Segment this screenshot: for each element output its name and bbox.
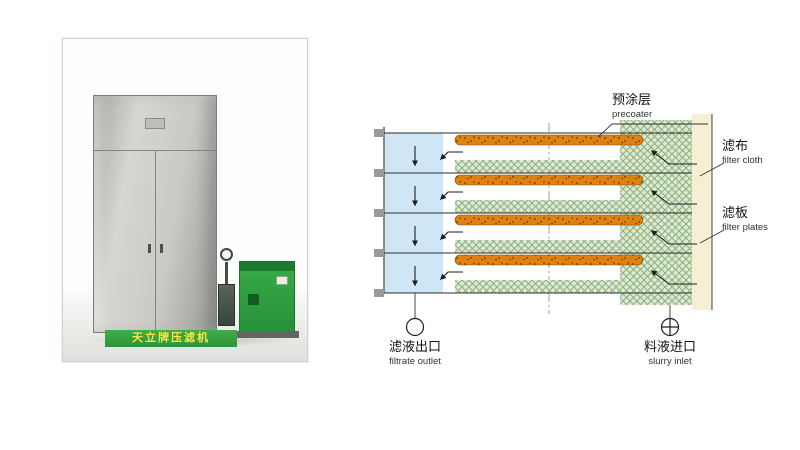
label-slurry-inlet-en: slurry inlet (648, 355, 692, 367)
pump-motor (218, 284, 235, 326)
plates-leader (699, 229, 725, 244)
pressure-gauge (220, 248, 233, 261)
left-stub (374, 129, 384, 137)
plate-edge (692, 114, 712, 310)
precoat-layer (454, 174, 644, 186)
label-filter-plates-en: filter plates (722, 221, 768, 233)
slurry-flow-arrow (650, 190, 697, 205)
pump-base (213, 331, 299, 338)
precoat-layer (454, 214, 644, 226)
filtrate-outlet-symbol (405, 317, 425, 337)
precoat-layer (454, 254, 644, 266)
label-filter-cloth-zh: 滤布 (722, 138, 749, 153)
slurry-inlet-symbol (660, 317, 680, 337)
left-stub (374, 209, 384, 217)
cloth-row-band (455, 280, 692, 293)
label-slurry-inlet-zh: 料液进口 (643, 339, 696, 354)
pump-pipe (225, 262, 228, 284)
cloth-leader (699, 162, 725, 177)
machine-caption: 天立牌压滤机 (105, 330, 237, 347)
pump-nameplate (276, 276, 288, 285)
label-filtrate-outlet-zh: 滤液出口 (388, 339, 441, 354)
label-filter-plates: 滤板 filter plates (722, 205, 768, 234)
cabinet-divider (94, 150, 216, 151)
plate-rows (374, 134, 697, 297)
precoater-leader (597, 123, 708, 138)
label-slurry-inlet: 料液进口 slurry inlet (628, 339, 712, 368)
slurry-flow-arrow (650, 270, 697, 285)
left-stub (374, 169, 384, 177)
label-filter-plates-zh: 滤板 (722, 205, 749, 220)
slurry-flow-arrow (650, 230, 697, 245)
slurry-flow-arrow (650, 150, 697, 165)
left-stub (374, 289, 384, 297)
left-stub (374, 249, 384, 257)
label-filter-cloth: 滤布 filter cloth (722, 138, 763, 167)
door-handle-left (148, 244, 151, 253)
precoat-layer (454, 134, 644, 146)
label-filtrate-outlet-en: filtrate outlet (389, 355, 441, 367)
label-precoater-zh: 预涂层 (612, 92, 652, 107)
label-precoater: 预涂层 precoater (612, 92, 652, 121)
filtrate-flow-arrow (440, 151, 463, 160)
label-filter-cloth-en: filter cloth (722, 154, 763, 166)
hydraulic-pump-unit (239, 261, 295, 333)
product-photo: 天立牌压滤机 (62, 38, 308, 362)
pump-top-strip (240, 262, 294, 271)
label-filtrate-outlet: 滤液出口 filtrate outlet (373, 339, 457, 368)
cabinet-door-split (155, 151, 156, 332)
cloth-row-band (455, 240, 692, 253)
machine-cabinet (93, 95, 217, 333)
cloth-row-band (455, 200, 692, 213)
pump-detail (248, 294, 259, 305)
cabinet-plaque (145, 118, 165, 129)
filtrate-flow-arrow (440, 231, 463, 240)
door-handle-right (160, 244, 163, 253)
cloth-row-band (455, 160, 692, 173)
filtrate-flow-arrow (440, 191, 463, 200)
filtrate-flow-arrow (440, 271, 463, 280)
label-precoater-en: precoater (612, 108, 653, 120)
